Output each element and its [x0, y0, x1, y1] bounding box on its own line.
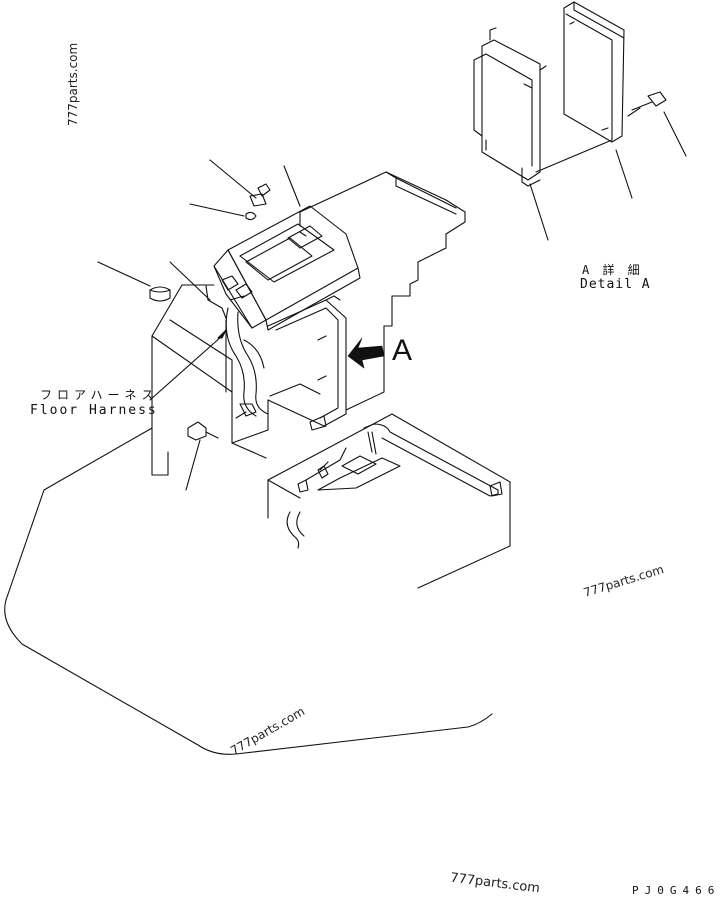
rear-duct: [299, 171, 466, 411]
leader-lines: [97, 111, 687, 491]
floor-outline: [4, 427, 493, 755]
view-arrow-icon: [347, 337, 385, 369]
view-letter-label: A: [392, 334, 413, 367]
drawing-code: PJ0G466: [632, 884, 720, 897]
leader-arrow-head: [217, 329, 227, 339]
fastener-parts: [149, 183, 271, 441]
detail-a-drawing: [473, 1, 667, 187]
floor-harness-jp-label: フロアハーネス: [40, 388, 159, 402]
floor-harness-cable: [225, 307, 269, 419]
parts-diagram: A フロアハーネス Floor Harness A 詳 細 Detail A 7…: [4, 1, 714, 897]
controller-box: [213, 205, 361, 331]
watermark: 777parts.com: [66, 42, 80, 126]
diagram-drawing: [4, 1, 687, 755]
detail-a-en-label: Detail A: [580, 277, 651, 292]
console-cabinet: [151, 284, 269, 476]
detail-a-jp-label: A 詳 細: [582, 263, 643, 277]
floor-harness-en-label: Floor Harness: [30, 403, 158, 418]
mounting-bracket: [267, 295, 347, 431]
lower-box: [267, 413, 511, 589]
